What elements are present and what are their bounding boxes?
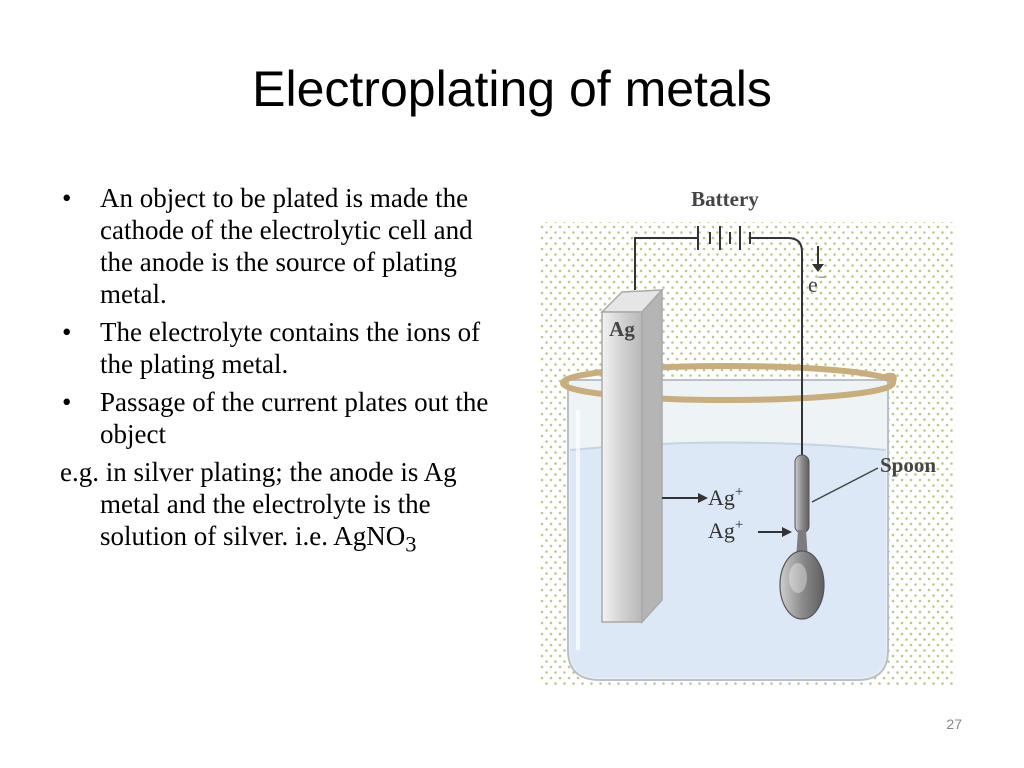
silver-anode-plate	[600, 288, 664, 624]
example-note: e.g. in silver plating; the anode is Ag …	[60, 456, 500, 560]
electroplating-cell-illustration: Battery e− Ag Ag+ Ag+	[540, 187, 955, 685]
ion-label: Ag+	[708, 517, 743, 543]
bullet-text: Passage of the current plates out the ob…	[100, 387, 489, 449]
beaker-spout	[879, 372, 897, 387]
spoon-label: Spoon	[880, 453, 936, 477]
electron-label: e−	[808, 270, 826, 297]
ion-charge: +	[735, 517, 743, 533]
example-note-text: e.g. in silver plating; the anode is Ag …	[60, 457, 457, 551]
slide-body: • An object to be plated is made the cat…	[60, 182, 500, 560]
spoon-cathode	[779, 454, 825, 620]
bullet-item: • The electrolyte contains the ions of t…	[60, 316, 500, 380]
electron-flow-arrow	[812, 246, 824, 272]
bullet-dot-icon: •	[62, 183, 72, 213]
ion-symbol: Ag	[708, 485, 735, 510]
bullet-text: The electrolyte contains the ions of the…	[100, 317, 481, 379]
page-number: 27	[946, 716, 962, 732]
electron-letter: e	[808, 272, 818, 297]
battery-icon	[697, 226, 751, 250]
electron-charge: −	[818, 270, 826, 286]
ion-charge: +	[735, 484, 743, 500]
bullet-text: An object to be plated is made the catho…	[100, 183, 473, 309]
bullet-item: • Passage of the current plates out the …	[60, 386, 500, 450]
ion-symbol: Ag	[708, 518, 735, 543]
subscript-3: 3	[405, 531, 417, 557]
bullet-item: • An object to be plated is made the cat…	[60, 182, 500, 310]
slide-title: Electroplating of metals	[252, 61, 772, 117]
circuit-wires	[634, 237, 803, 462]
ion-arrow	[662, 493, 708, 503]
electroplating-diagram: Battery e− Ag Ag+ Ag+	[540, 180, 955, 685]
bullet-dot-icon: •	[62, 387, 72, 417]
battery-label: Battery	[691, 187, 759, 211]
spoon-pointer-line	[811, 467, 879, 503]
ion-label: Ag+	[708, 484, 743, 510]
anode-label: Ag	[609, 317, 635, 341]
bullet-dot-icon: •	[62, 317, 72, 347]
ion-arrow	[758, 527, 792, 537]
